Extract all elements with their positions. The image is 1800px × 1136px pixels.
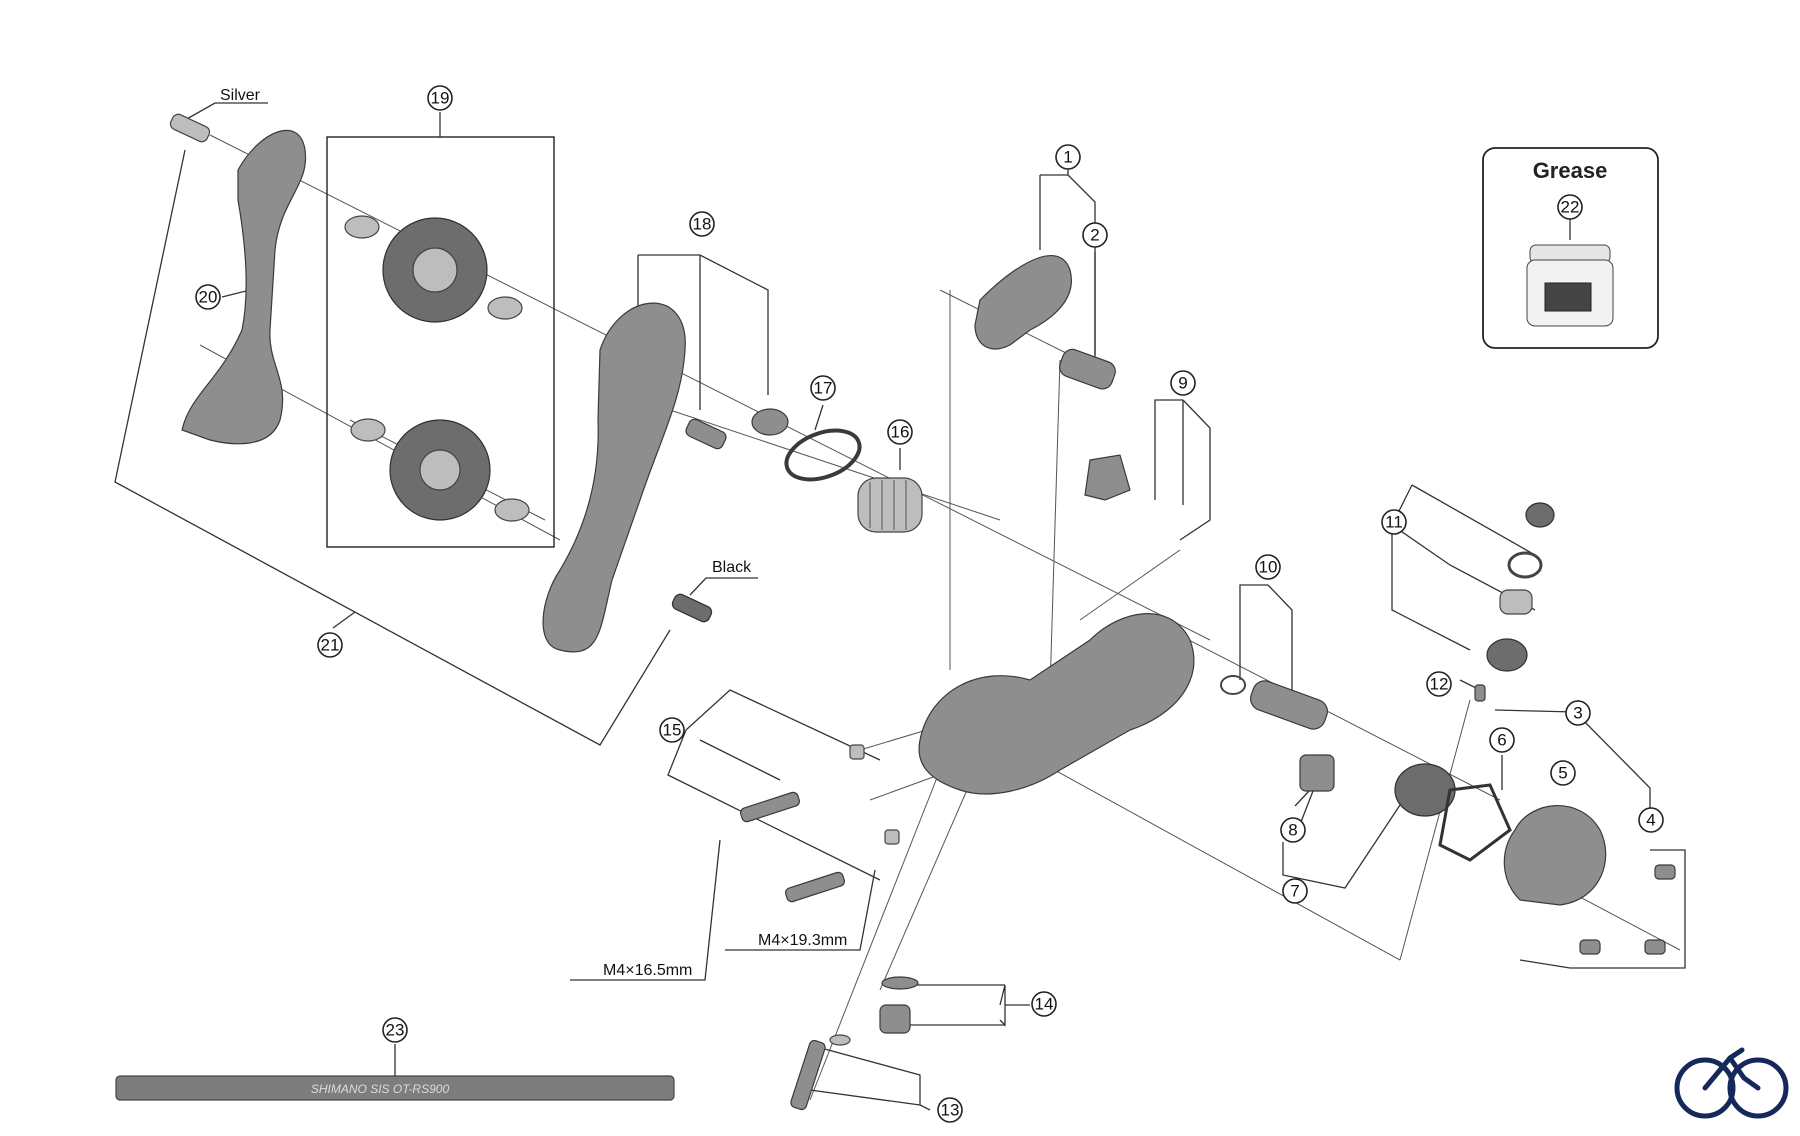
- callout-2: 2: [1082, 222, 1108, 248]
- svg-text:18: 18: [693, 215, 712, 234]
- callout-22: 22: [1557, 194, 1583, 220]
- plate-bushing: [751, 408, 789, 436]
- svg-text:15: 15: [663, 721, 682, 740]
- callout-13: 13: [937, 1097, 963, 1123]
- return-spring: [857, 477, 923, 533]
- callout-23: 23: [382, 1017, 408, 1043]
- svg-text:8: 8: [1288, 821, 1297, 840]
- adjuster-ring: [1507, 551, 1543, 579]
- svg-text:3: 3: [1573, 704, 1582, 723]
- washer-2: [884, 829, 900, 845]
- callout-18: 18: [689, 211, 715, 237]
- svg-text:4: 4: [1646, 811, 1655, 830]
- svg-text:12: 12: [1430, 675, 1449, 694]
- m4-16-label: M4×16.5mm: [603, 962, 692, 979]
- stabilizer-lever: [1299, 754, 1335, 792]
- adjust-bolt: [1250, 680, 1328, 730]
- upper-pulley: [344, 215, 523, 323]
- shift-cable: SHIMANO SIS OT-RS900: [115, 1044, 675, 1101]
- grease-label: Grease: [1533, 158, 1608, 183]
- callout-8: 8: [1280, 817, 1306, 843]
- callout-4: 4: [1638, 807, 1664, 833]
- b-tension-washer: [881, 976, 919, 990]
- callout-10: 10: [1255, 554, 1281, 580]
- callout-12: 12: [1426, 671, 1452, 697]
- svg-text:20: 20: [199, 288, 218, 307]
- svg-text:5: 5: [1558, 764, 1567, 783]
- cable-guide: [1084, 454, 1131, 501]
- b-tension-bolt: [879, 1004, 911, 1034]
- svg-text:23: 23: [386, 1021, 405, 1040]
- callout-3: 3: [1565, 700, 1591, 726]
- svg-text:11: 11: [1385, 513, 1403, 532]
- grease-jar: [1526, 244, 1614, 327]
- callout-14: 14: [1031, 991, 1057, 1017]
- svg-text:1: 1: [1063, 148, 1072, 167]
- callout-15: 15: [659, 717, 685, 743]
- o-ring: [1220, 675, 1246, 695]
- cover-screw-3: [1644, 939, 1666, 955]
- svg-text:16: 16: [891, 423, 910, 442]
- black-bolt: [671, 593, 713, 623]
- svg-text:22: 22: [1561, 198, 1580, 217]
- screw-m4-19: [785, 871, 845, 903]
- bicycle-icon: [1674, 1047, 1789, 1119]
- outer-plate: [181, 129, 307, 445]
- svg-text:7: 7: [1290, 882, 1299, 901]
- washer-1: [849, 744, 865, 760]
- stabilizer-cover: [1503, 805, 1607, 906]
- svg-text:9: 9: [1178, 374, 1187, 393]
- callout-16: 16: [887, 419, 913, 445]
- svg-text:21: 21: [321, 636, 340, 655]
- cover-screw-2: [1579, 939, 1601, 955]
- callout-19: 19: [427, 85, 453, 111]
- lower-pulley: [350, 418, 530, 522]
- screw-m4-16: [740, 791, 800, 823]
- adjuster-cap: [1525, 502, 1555, 528]
- svg-text:13: 13: [941, 1101, 960, 1120]
- bracket-unit: [974, 254, 1072, 350]
- inner-plate: [542, 302, 686, 653]
- silver-bolt: [169, 113, 211, 143]
- callout-7: 7: [1282, 878, 1308, 904]
- svg-text:2: 2: [1090, 226, 1099, 245]
- end-adjust-spring: [829, 1034, 851, 1046]
- callout-17: 17: [810, 375, 836, 401]
- pulley-axle: [685, 418, 727, 450]
- callout-5: 5: [1550, 760, 1576, 786]
- leader-lines: [114, 102, 1686, 1111]
- svg-text:6: 6: [1497, 731, 1506, 750]
- end-adjust-bolt: [790, 1039, 826, 1111]
- cover-seal: [1438, 783, 1512, 862]
- svg-text:17: 17: [814, 379, 833, 398]
- grease-box: Grease: [1482, 147, 1659, 349]
- callout-21: 21: [317, 632, 343, 658]
- small-screw: [1474, 684, 1486, 702]
- bracket-axle: [1059, 348, 1116, 390]
- svg-text:19: 19: [431, 89, 450, 108]
- cover-screw-1: [1654, 864, 1676, 880]
- assembly-axes: [199, 134, 1681, 1101]
- m4-19-label: M4×19.3mm: [758, 932, 847, 949]
- main-body: [918, 613, 1195, 795]
- callout-1: 1: [1055, 144, 1081, 170]
- snap-ring: [784, 428, 862, 482]
- cable-print: SHIMANO SIS OT-RS900: [311, 1082, 450, 1096]
- svg-text:14: 14: [1035, 995, 1054, 1014]
- adjuster-nut: [1486, 638, 1528, 672]
- adjuster-bushing: [1499, 589, 1533, 615]
- callout-20: 20: [195, 284, 221, 310]
- svg-text:10: 10: [1259, 558, 1278, 577]
- callout-9: 9: [1170, 370, 1196, 396]
- black-label: Black: [712, 559, 752, 576]
- callout-11: 11: [1381, 509, 1407, 535]
- silver-label: Silver: [220, 87, 261, 104]
- callout-6: 6: [1489, 727, 1515, 753]
